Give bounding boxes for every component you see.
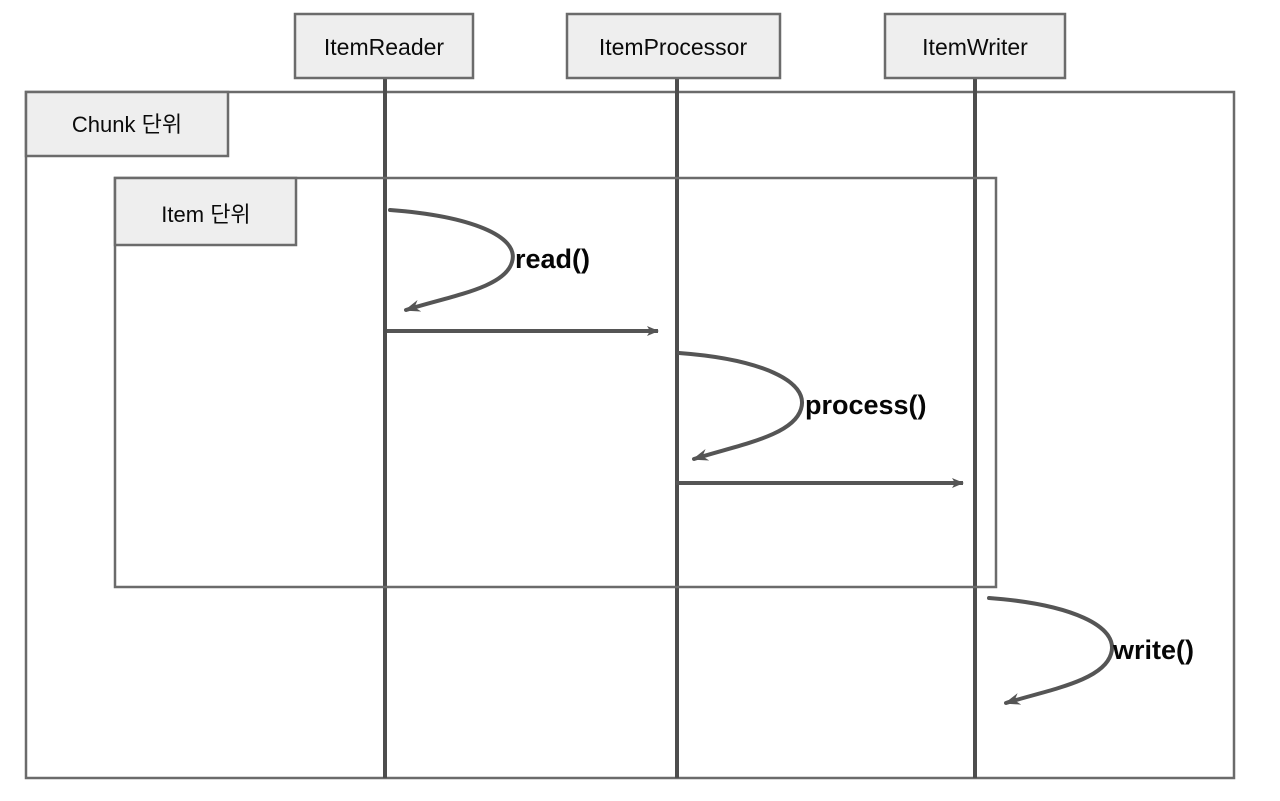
participant-box-item-reader[interactable] [293,12,475,80]
chunk-frame-border [24,90,1236,780]
participant-box-item-writer[interactable] [883,12,1067,80]
read-self-call-arc [388,208,515,312]
chunk-frame-label-box [24,90,230,158]
participant-label-item-processor: ItemProcessor [599,34,748,60]
item-frame-border [113,176,998,589]
participant-box-item-processor[interactable] [565,12,782,80]
write-message-label: write() [1112,635,1194,665]
participant-label-item-writer: ItemWriter [922,34,1028,60]
write-self-call-arc [987,596,1115,705]
process-message-label: process() [805,390,927,420]
participant-label-item-reader: ItemReader [324,34,445,60]
item-frame-label: Item 단위 [161,202,250,227]
chunk-frame-label: Chunk 단위 [72,112,182,137]
process-self-call-arc [677,351,805,461]
read-message-label: read() [515,244,590,274]
item-frame-label-box [113,176,298,247]
